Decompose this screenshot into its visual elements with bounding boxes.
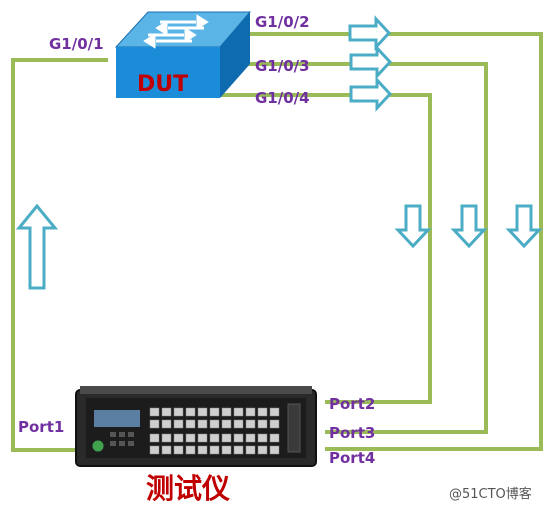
switch-front-face xyxy=(116,47,220,98)
dut-port-g3-label: G1/0/3 xyxy=(255,57,310,75)
flow-arrows xyxy=(15,15,543,290)
dut-port-g2-label: G1/0/2 xyxy=(255,13,310,31)
tester-port1-label: Port1 xyxy=(18,418,64,436)
dut-port-g4-label: G1/0/4 xyxy=(255,89,310,107)
watermark: @51CTO博客 xyxy=(449,486,532,502)
link-g3-port3 xyxy=(248,62,488,434)
tester-right-handle xyxy=(287,403,301,453)
tester-power-button xyxy=(91,439,105,453)
dut-port-g1-label: G1/0/1 xyxy=(49,35,104,53)
tester-buttons xyxy=(110,432,134,446)
link-port1-g1 xyxy=(11,58,108,452)
arrow-right-icon xyxy=(349,76,393,112)
arrow-down-icon xyxy=(450,204,488,249)
tester-port2-label: Port2 xyxy=(329,395,375,413)
tester-port4-label: Port4 xyxy=(329,449,375,467)
switch-right-face xyxy=(220,12,250,98)
tester-label: 测试仪 xyxy=(146,472,231,505)
tester-front-panel xyxy=(86,398,306,458)
switch-arrows-icon xyxy=(143,14,209,49)
arrow-up-icon xyxy=(15,203,59,290)
traffic-tester-device-icon xyxy=(75,386,317,467)
tester-port-grid xyxy=(149,407,280,455)
link-g2-port4 xyxy=(248,32,543,451)
arrow-right-icon xyxy=(349,44,393,80)
network-switch-icon xyxy=(114,11,252,98)
dut-label: DUT xyxy=(137,72,188,97)
arrow-right-icon xyxy=(348,15,392,51)
arrow-down-icon xyxy=(394,204,432,249)
tester-top-edge xyxy=(80,386,312,394)
arrow-down-icon xyxy=(505,204,543,249)
tester-display xyxy=(94,410,140,427)
tester-port3-label: Port3 xyxy=(329,424,375,442)
link-g4-port2 xyxy=(218,93,432,404)
